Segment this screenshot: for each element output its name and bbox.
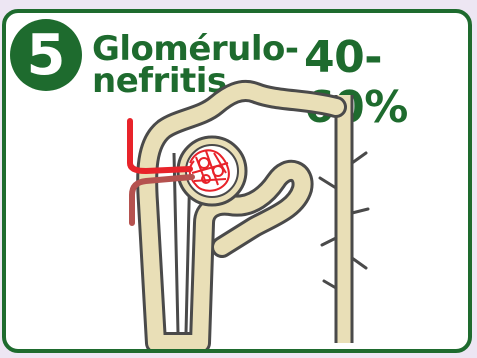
disease-card: 5 Glomérulo- nefritis 40-60% (2, 9, 472, 353)
nephron-illustration (6, 13, 472, 353)
collecting-duct (320, 95, 368, 343)
tubule (147, 91, 336, 343)
